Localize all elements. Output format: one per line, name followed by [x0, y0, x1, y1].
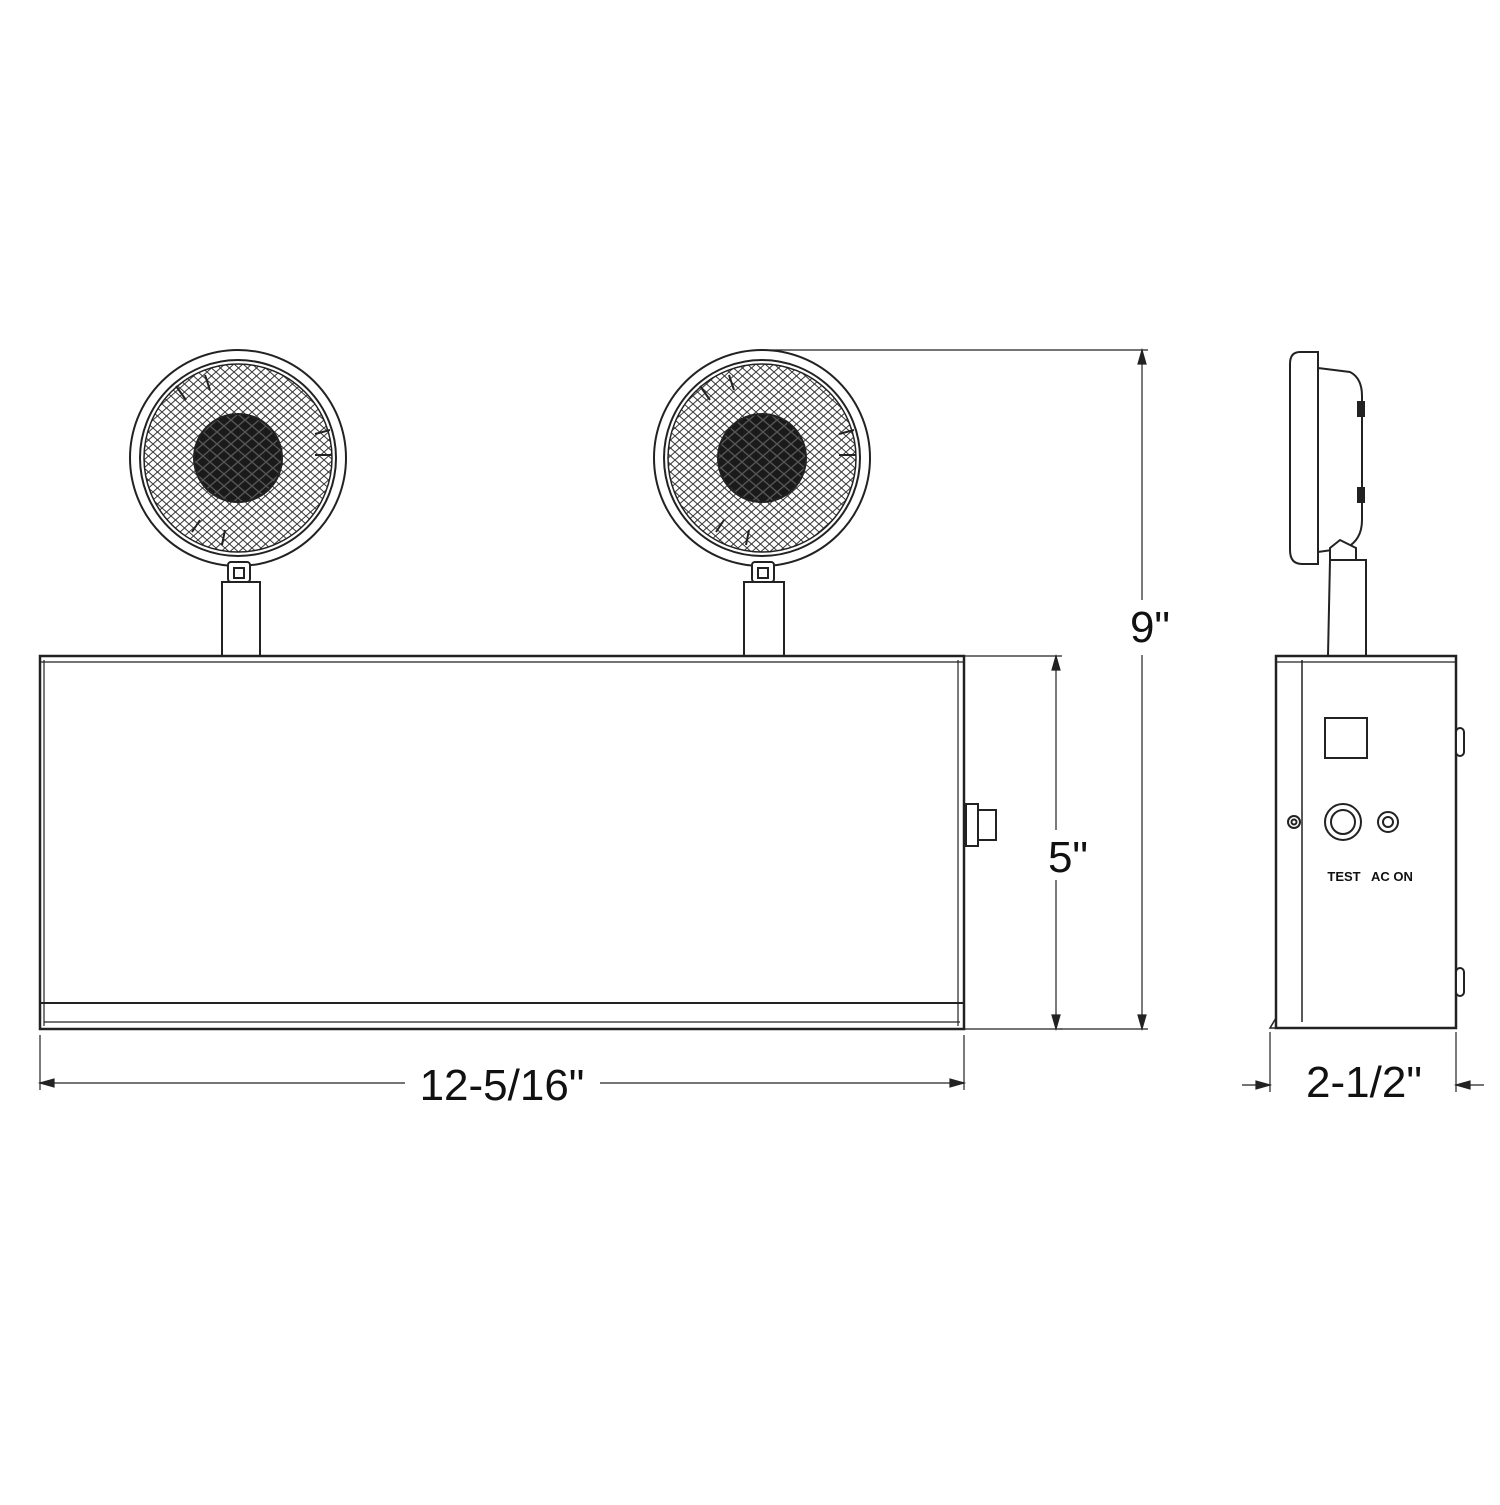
side-lamp-head [1289, 351, 1365, 565]
width-dimension-label: 12-5/16" [420, 1061, 585, 1110]
side-stem [1326, 538, 1367, 657]
depth-dimension-label: 2-1/2" [1306, 1058, 1422, 1107]
front-housing [38, 654, 966, 1031]
side-view [1268, 351, 1465, 1030]
total-height-dimension-label: 9" [1130, 603, 1170, 652]
dimension-lines [37, 347, 1484, 1092]
box-height-dimension-label: 5" [1048, 833, 1088, 882]
front-test-button [965, 803, 997, 847]
front-view [38, 349, 997, 1031]
test-label: TEST [1327, 869, 1360, 884]
left-stem [221, 561, 261, 657]
left-lamp-head [129, 349, 347, 567]
ac-on-indicator [1377, 811, 1399, 833]
test-button [1324, 803, 1362, 841]
ac-on-label: AC ON [1371, 869, 1413, 884]
right-stem [743, 561, 785, 657]
right-lamp-head [653, 349, 871, 567]
side-housing [1268, 654, 1465, 1030]
